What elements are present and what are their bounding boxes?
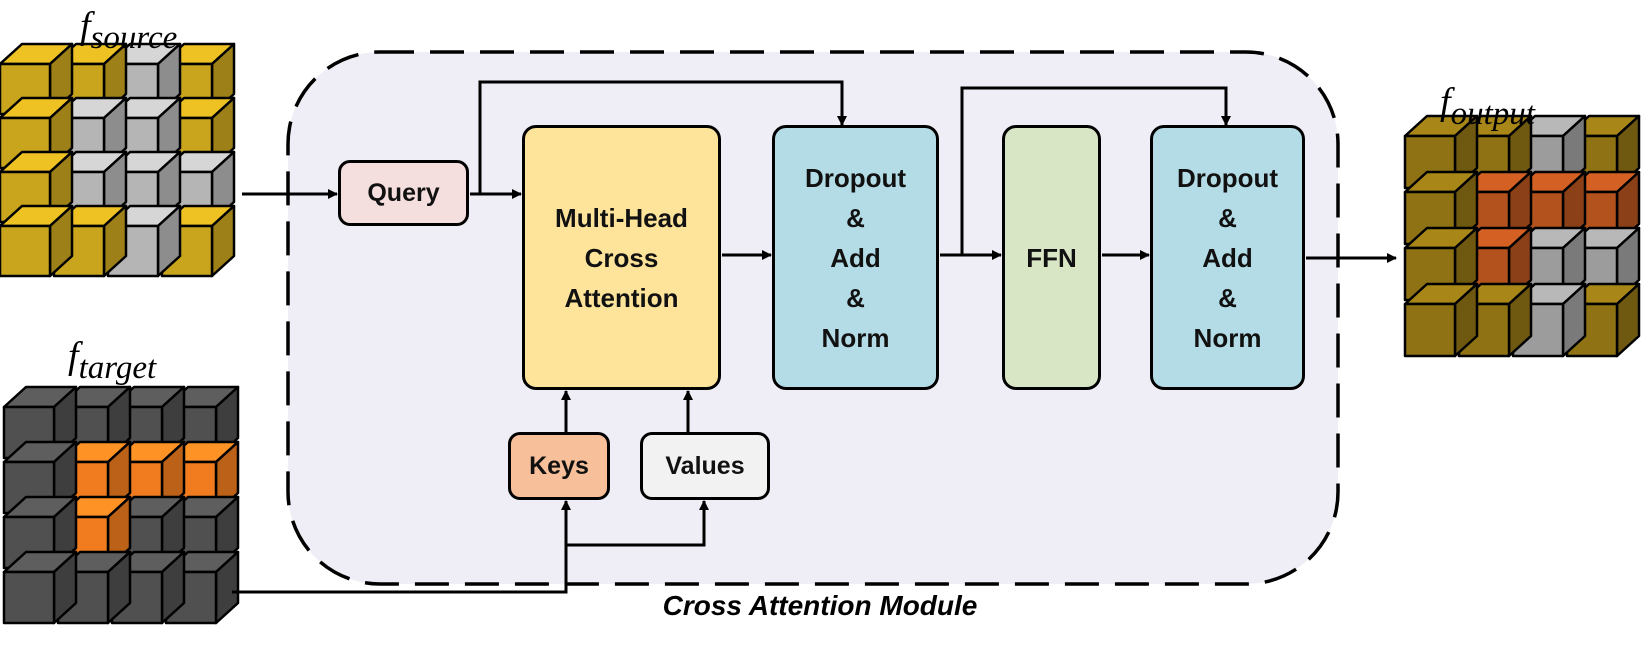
cube-front: [0, 224, 52, 278]
attention-line-3: Attention: [564, 282, 679, 313]
dropout2-line-5: Norm: [1193, 322, 1262, 353]
target-feature-cubes: [2, 385, 240, 625]
line-target-to-keys-values: [232, 501, 568, 594]
cube-front: [2, 570, 56, 625]
dropout2-line-3: Add: [1202, 242, 1253, 273]
arrow-to-values: [566, 500, 709, 547]
module-caption: Cross Attention Module: [662, 590, 978, 621]
dropout1-line-3: Add: [830, 242, 881, 273]
attention-line-2: Cross: [584, 242, 659, 273]
dropout-add-norm-box-2: Dropout & Add & Norm: [1150, 125, 1305, 390]
label-f-output: foutput: [1440, 81, 1535, 132]
dropout1-line-4: &: [846, 282, 865, 313]
keys-label: Keys: [529, 452, 589, 480]
residual-query-to-dropout1: [478, 80, 847, 194]
ffn-label: FFN: [1026, 242, 1077, 273]
values-box: Values: [640, 432, 770, 500]
label-f-target: ftarget: [68, 335, 157, 386]
dropout2-line-1: Dropout: [1176, 162, 1279, 193]
label-f-source: fsource: [80, 5, 178, 56]
source-feature-cubes: [0, 42, 236, 278]
dropout1-line-1: Dropout: [804, 162, 907, 193]
cube-front: [1403, 302, 1457, 358]
dropout-add-norm-box-1: Dropout & Add & Norm: [772, 125, 939, 390]
query-label: Query: [367, 179, 440, 207]
attention-line-1: Multi-Head: [555, 202, 688, 233]
dropout2-line-4: &: [1218, 282, 1237, 313]
ffn-box: FFN: [1002, 125, 1101, 390]
values-label: Values: [665, 452, 745, 480]
dropout1-line-5: Norm: [821, 322, 890, 353]
dropout2-line-2: &: [1218, 202, 1237, 233]
dropout1-line-2: &: [846, 202, 865, 233]
multi-head-cross-attention-box: Multi-Head Cross Attention: [522, 125, 721, 390]
residual-dropout1-to-dropout2: [960, 86, 1231, 255]
query-box: Query: [338, 160, 469, 226]
output-feature-cubes: [1403, 114, 1641, 358]
keys-box: Keys: [508, 432, 610, 500]
